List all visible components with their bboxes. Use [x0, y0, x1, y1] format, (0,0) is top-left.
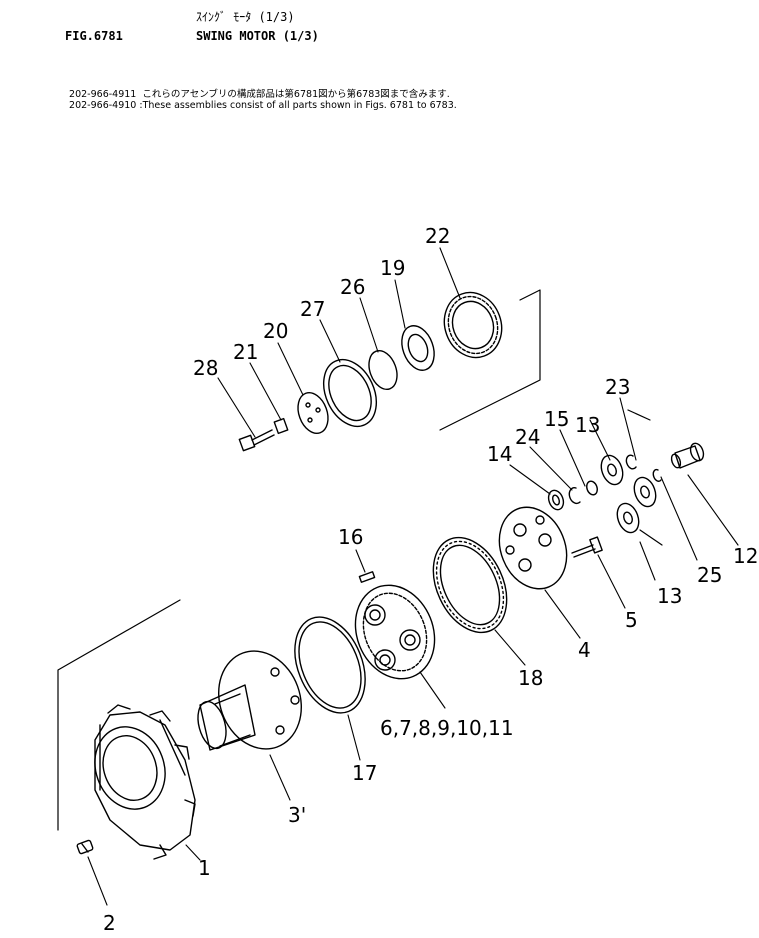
callout-21: 21	[233, 340, 258, 364]
note-part-number: 202-966-4910	[69, 100, 137, 111]
callout-12: 12	[733, 544, 758, 568]
part-13-planet-gear-lower	[616, 502, 640, 534]
callout-19: 19	[380, 256, 405, 280]
part-24-retaining-ring	[568, 487, 581, 505]
assembly-note-1: 202-966-4911 これらのアセンブリの構成部品は第6781図から第678…	[63, 78, 450, 100]
figure-number: FIG.6781	[65, 29, 123, 43]
part-26-o-ring	[368, 349, 398, 391]
part-18-ring-gear	[432, 536, 508, 634]
callout-2: 2	[103, 911, 116, 935]
part-28-bolt	[238, 429, 275, 452]
part-2-plug	[76, 839, 94, 855]
callout-15: 15	[544, 407, 569, 431]
callout-labels: 1 2 3' 4 5 6,7,8,9,10,11 12 13 13 14 15 …	[103, 224, 758, 935]
callout-4: 4	[578, 638, 591, 662]
assembly-outline	[57, 289, 663, 831]
part-3-carrier-shaft	[197, 650, 302, 751]
callout-26: 26	[340, 275, 365, 299]
part-4-carrier-plate	[498, 506, 568, 590]
part-15-collar	[586, 480, 598, 496]
callout-17: 17	[352, 761, 377, 785]
callout-22: 22	[425, 224, 450, 248]
part-13-planet-gear-middle	[633, 476, 657, 508]
callout-13-upper: 13	[575, 413, 600, 437]
part-19-seal	[401, 325, 435, 371]
title-japanese: ｽｲﾝｸﾞ ﾓｰﾀ (1/3)	[196, 10, 295, 24]
callout-6-11: 6,7,8,9,10,11	[380, 716, 514, 740]
part-5-bolt	[571, 536, 603, 558]
callout-13-lower: 13	[657, 584, 682, 608]
callout-3: 3'	[288, 803, 306, 827]
assembly-note-2: 202-966-4910 :These assemblies consist o…	[63, 89, 457, 111]
callout-5: 5	[625, 608, 638, 632]
title-english: SWING MOTOR (1/3)	[196, 29, 319, 43]
note-text: :These assemblies consist of all parts s…	[139, 100, 457, 111]
part-12-shaft	[670, 442, 705, 469]
callout-25: 25	[697, 563, 722, 587]
callout-18: 18	[518, 666, 543, 690]
part-25-snap-ring	[652, 468, 662, 482]
part-23-snap-ring	[625, 454, 637, 470]
callout-28: 28	[193, 356, 218, 380]
part-20-plate	[297, 391, 329, 435]
part-13-planet-gear-upper	[600, 454, 624, 486]
callout-16: 16	[338, 525, 363, 549]
part-17-snap-ring	[294, 616, 366, 714]
note-text: これらのアセンブリの構成部品は第6781図から第6783図まで含みます.	[142, 89, 450, 100]
callout-23: 23	[605, 375, 630, 399]
part-6-11-planetary-carrier	[354, 584, 436, 680]
callout-14: 14	[487, 442, 512, 466]
note-part-number: 202-966-4911	[69, 89, 137, 100]
part-27-bearing-race	[322, 358, 378, 428]
part-14-thrust-washer	[547, 489, 565, 511]
part-1-housing	[94, 704, 196, 860]
part-16-pin	[358, 571, 376, 583]
part-22-bearing	[443, 291, 503, 359]
callout-20: 20	[263, 319, 288, 343]
callout-27: 27	[300, 297, 325, 321]
part-21-washer	[273, 417, 289, 435]
callout-24: 24	[515, 425, 540, 449]
callout-1: 1	[198, 856, 211, 880]
leader-lines	[87, 247, 739, 906]
